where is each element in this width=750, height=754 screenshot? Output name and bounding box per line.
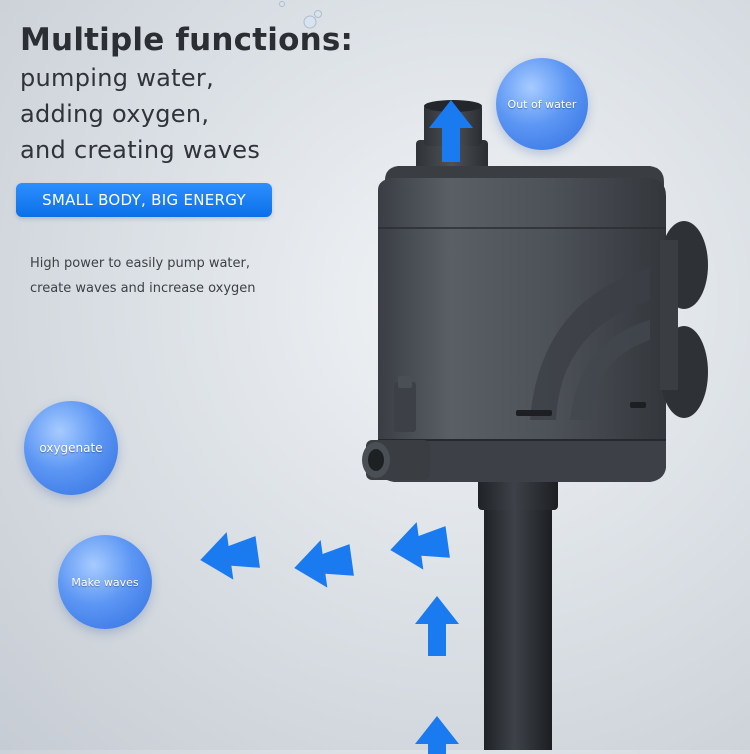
intake-up-arrow-icon-1 xyxy=(415,596,459,656)
intake-up-arrow-icon-2 xyxy=(415,716,459,754)
left-arrow-icon-2 xyxy=(294,540,354,588)
subtitle-line-2: adding oxygen, xyxy=(20,100,210,128)
water-out-arrow-icon xyxy=(429,100,473,162)
subtitle-line-3: and creating waves xyxy=(20,136,261,164)
description-line-2: create waves and increase oxygen xyxy=(30,281,256,296)
subtitle-line-1: pumping water, xyxy=(20,64,215,92)
description-line-1: High power to easily pump water, xyxy=(30,256,251,271)
slogan-badge: SMALL BODY, BIG ENERGY xyxy=(16,183,272,217)
headline: Multiple functions: xyxy=(20,22,354,58)
left-arrow-icon-1 xyxy=(390,522,450,570)
left-arrow-icon-3 xyxy=(200,532,260,580)
water-droplets xyxy=(279,1,322,29)
out-of-water-bubble: Out of water xyxy=(496,58,588,150)
make-waves-bubble: Make waves xyxy=(58,535,152,629)
oxygenate-bubble: oxygenate xyxy=(24,401,118,495)
